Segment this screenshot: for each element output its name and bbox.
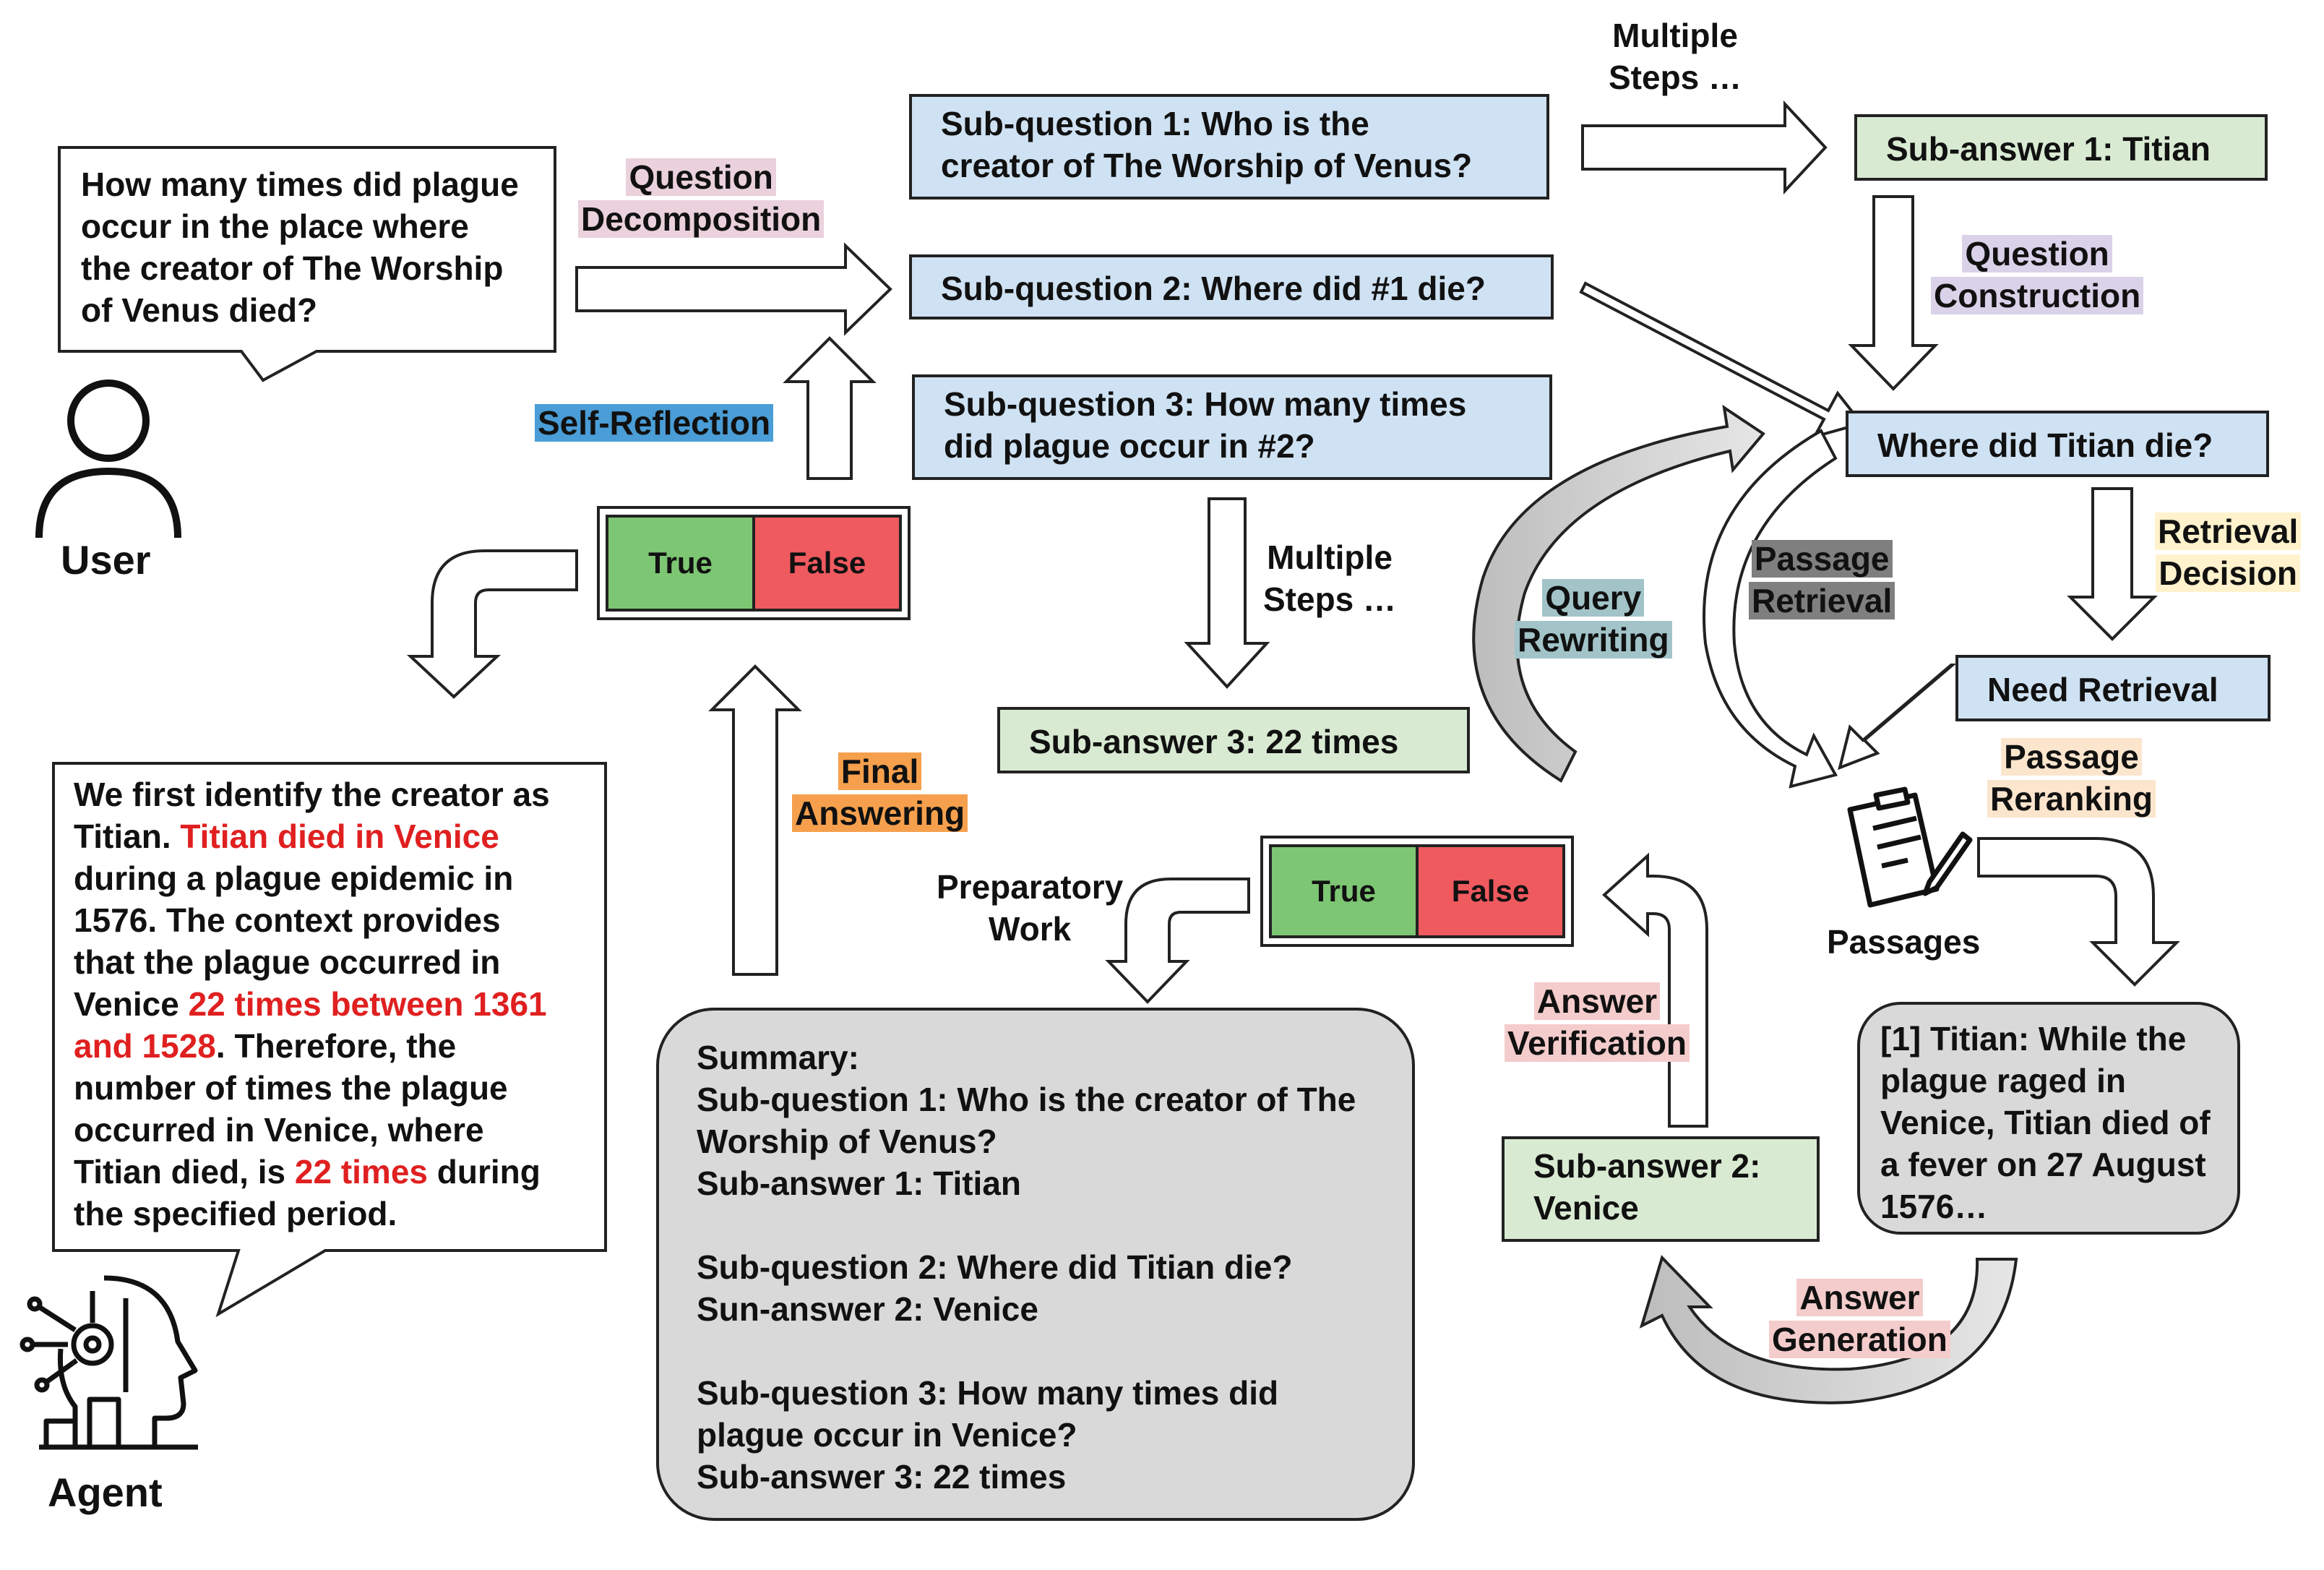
arrow-diagonal-to-rewritten <box>1579 281 1864 439</box>
label-answer-generation: Answer Generation <box>1769 1277 1950 1360</box>
arrow-passage-retrieval <box>1703 429 1838 789</box>
agent-bubble-shape <box>52 762 607 1318</box>
sub-question-2-box: Sub-question 2: Where did #1 die? <box>909 254 1554 319</box>
label-question-construction: Question Construction <box>1931 233 2144 317</box>
arrow-multiple-steps-mid-down <box>1184 497 1270 689</box>
arrow-question-construction-down <box>1848 195 1939 391</box>
label-query-rewriting: Query Rewriting <box>1515 577 1672 661</box>
label-preparatory-work: Preparatory Work <box>937 868 1124 948</box>
arrow-multiple-steps-top <box>1581 100 1828 195</box>
sub-answer-2-box: Sub-answer 2: Venice <box>1502 1136 1820 1242</box>
label-answer-verification: Answer Verification <box>1505 980 1690 1064</box>
sub-answer-1-box: Sub-answer 1: Titian <box>1854 114 2268 181</box>
arrow-passage-reranking <box>1977 837 2180 987</box>
arrow-decomposition <box>575 242 892 336</box>
label-final-answering: Final Answering <box>792 750 968 834</box>
retrieved-passage-box: [1] Titian: While the plague raged in Ve… <box>1857 1002 2240 1235</box>
self-reflection-decision: True False <box>597 506 911 620</box>
label-question-decomposition: Question Decomposition <box>578 156 825 240</box>
agent-label: Agent <box>48 1470 163 1515</box>
agent-answer: We first identify the creator as Titian.… <box>74 776 550 1232</box>
document-pencil-icon <box>1847 786 1973 908</box>
label-multiple-steps-mid: Multiple Steps … <box>1263 539 1397 618</box>
true-option: True <box>1269 844 1419 938</box>
need-retrieval-box: Need Retrieval <box>1955 655 2271 721</box>
arrow-retrieval-decision-down <box>2067 487 2158 641</box>
label-passage-reranking: Passage Reranking <box>1987 736 2156 820</box>
arrow-self-reflection-up <box>783 336 877 480</box>
label-passage-retrieval: Passage Retrieval <box>1749 538 1895 622</box>
answer-verification-decision: True False <box>1260 836 1574 947</box>
user-icon <box>35 379 181 539</box>
false-option: False <box>1419 844 1565 938</box>
user-bubble-shape <box>58 146 556 382</box>
label-multiple-steps-top: Multiple Steps … <box>1609 17 1742 96</box>
label-retrieval-decision: Retrieval Decision <box>2155 510 2302 594</box>
arrow-need-retrieval-to-passages <box>1838 664 1957 771</box>
user-label: User <box>61 537 151 583</box>
summary-box: Summary: Sub-question 1: Who is the crea… <box>656 1008 1415 1521</box>
arrow-reflection-to-agent <box>406 549 578 699</box>
true-option: True <box>606 515 755 612</box>
sub-question-3-box: Sub-question 3: How many times did plagu… <box>912 374 1552 480</box>
rewritten-question-box: Where did Titian die? <box>1846 411 2269 477</box>
false-option: False <box>755 515 902 612</box>
arrow-preparatory-work <box>1105 878 1250 1004</box>
user-question: How many times did plague occur in the p… <box>81 166 519 329</box>
label-self-reflection: Self-Reflection <box>535 402 774 444</box>
robot-head-icon <box>20 1275 198 1450</box>
sub-answer-3-box: Sub-answer 3: 22 times <box>997 707 1470 773</box>
passages-label: Passages <box>1827 923 1981 961</box>
sub-question-1-box: Sub-question 1: Who is the creator of Th… <box>909 94 1549 200</box>
arrow-final-answering-up <box>708 664 802 976</box>
